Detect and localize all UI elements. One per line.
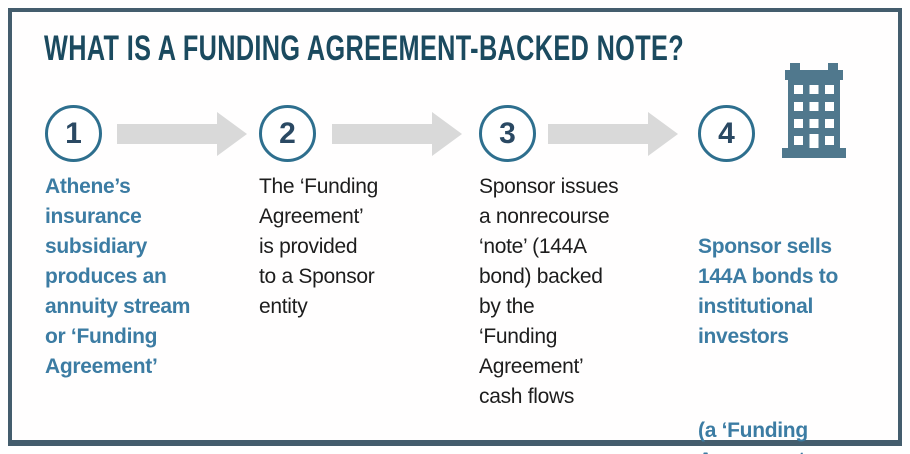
step-circle-3: 3: [479, 105, 536, 162]
step-number-1: 1: [65, 116, 82, 150]
building-icon: [782, 63, 846, 158]
step-circle-4: 4: [698, 105, 755, 162]
step-circle-2: 2: [259, 105, 316, 162]
step-text-3: Sponsor issues a nonrecourse ‘note’ (144…: [479, 175, 619, 408]
right-arrow-icon-2: [332, 112, 462, 156]
svg-text:WHAT IS A FUNDING AGREEMENT-BA: WHAT IS A FUNDING AGREEMENT-BACKED NOTE?: [44, 29, 684, 68]
right-arrow-icon-3: [548, 112, 678, 156]
step-text-4-part2: (a ‘Funding Agreement Backed Note’): [698, 419, 808, 454]
page-title: WHAT IS A FUNDING AGREEMENT-BACKED NOTE?: [44, 29, 684, 68]
right-arrow-icon-1: [117, 112, 247, 156]
step-text-1: Athene’s insurance subsidiary produces a…: [45, 175, 191, 378]
step-text-2: The ‘Funding Agreement’ is provided to a…: [259, 175, 378, 318]
step-text-4-part1: Sponsor sells 144A bonds to institutiona…: [698, 235, 839, 348]
step-number-4: 4: [718, 116, 735, 150]
step-text-4: Sponsor sells 144A bonds to institutiona…: [698, 172, 903, 454]
frame-border: WHAT IS A FUNDING AGREEMENT-BACKED NOTE?…: [8, 8, 902, 454]
step-circle-1: 1: [45, 105, 102, 162]
step-number-2: 2: [279, 116, 296, 150]
step-number-3: 3: [499, 116, 516, 150]
